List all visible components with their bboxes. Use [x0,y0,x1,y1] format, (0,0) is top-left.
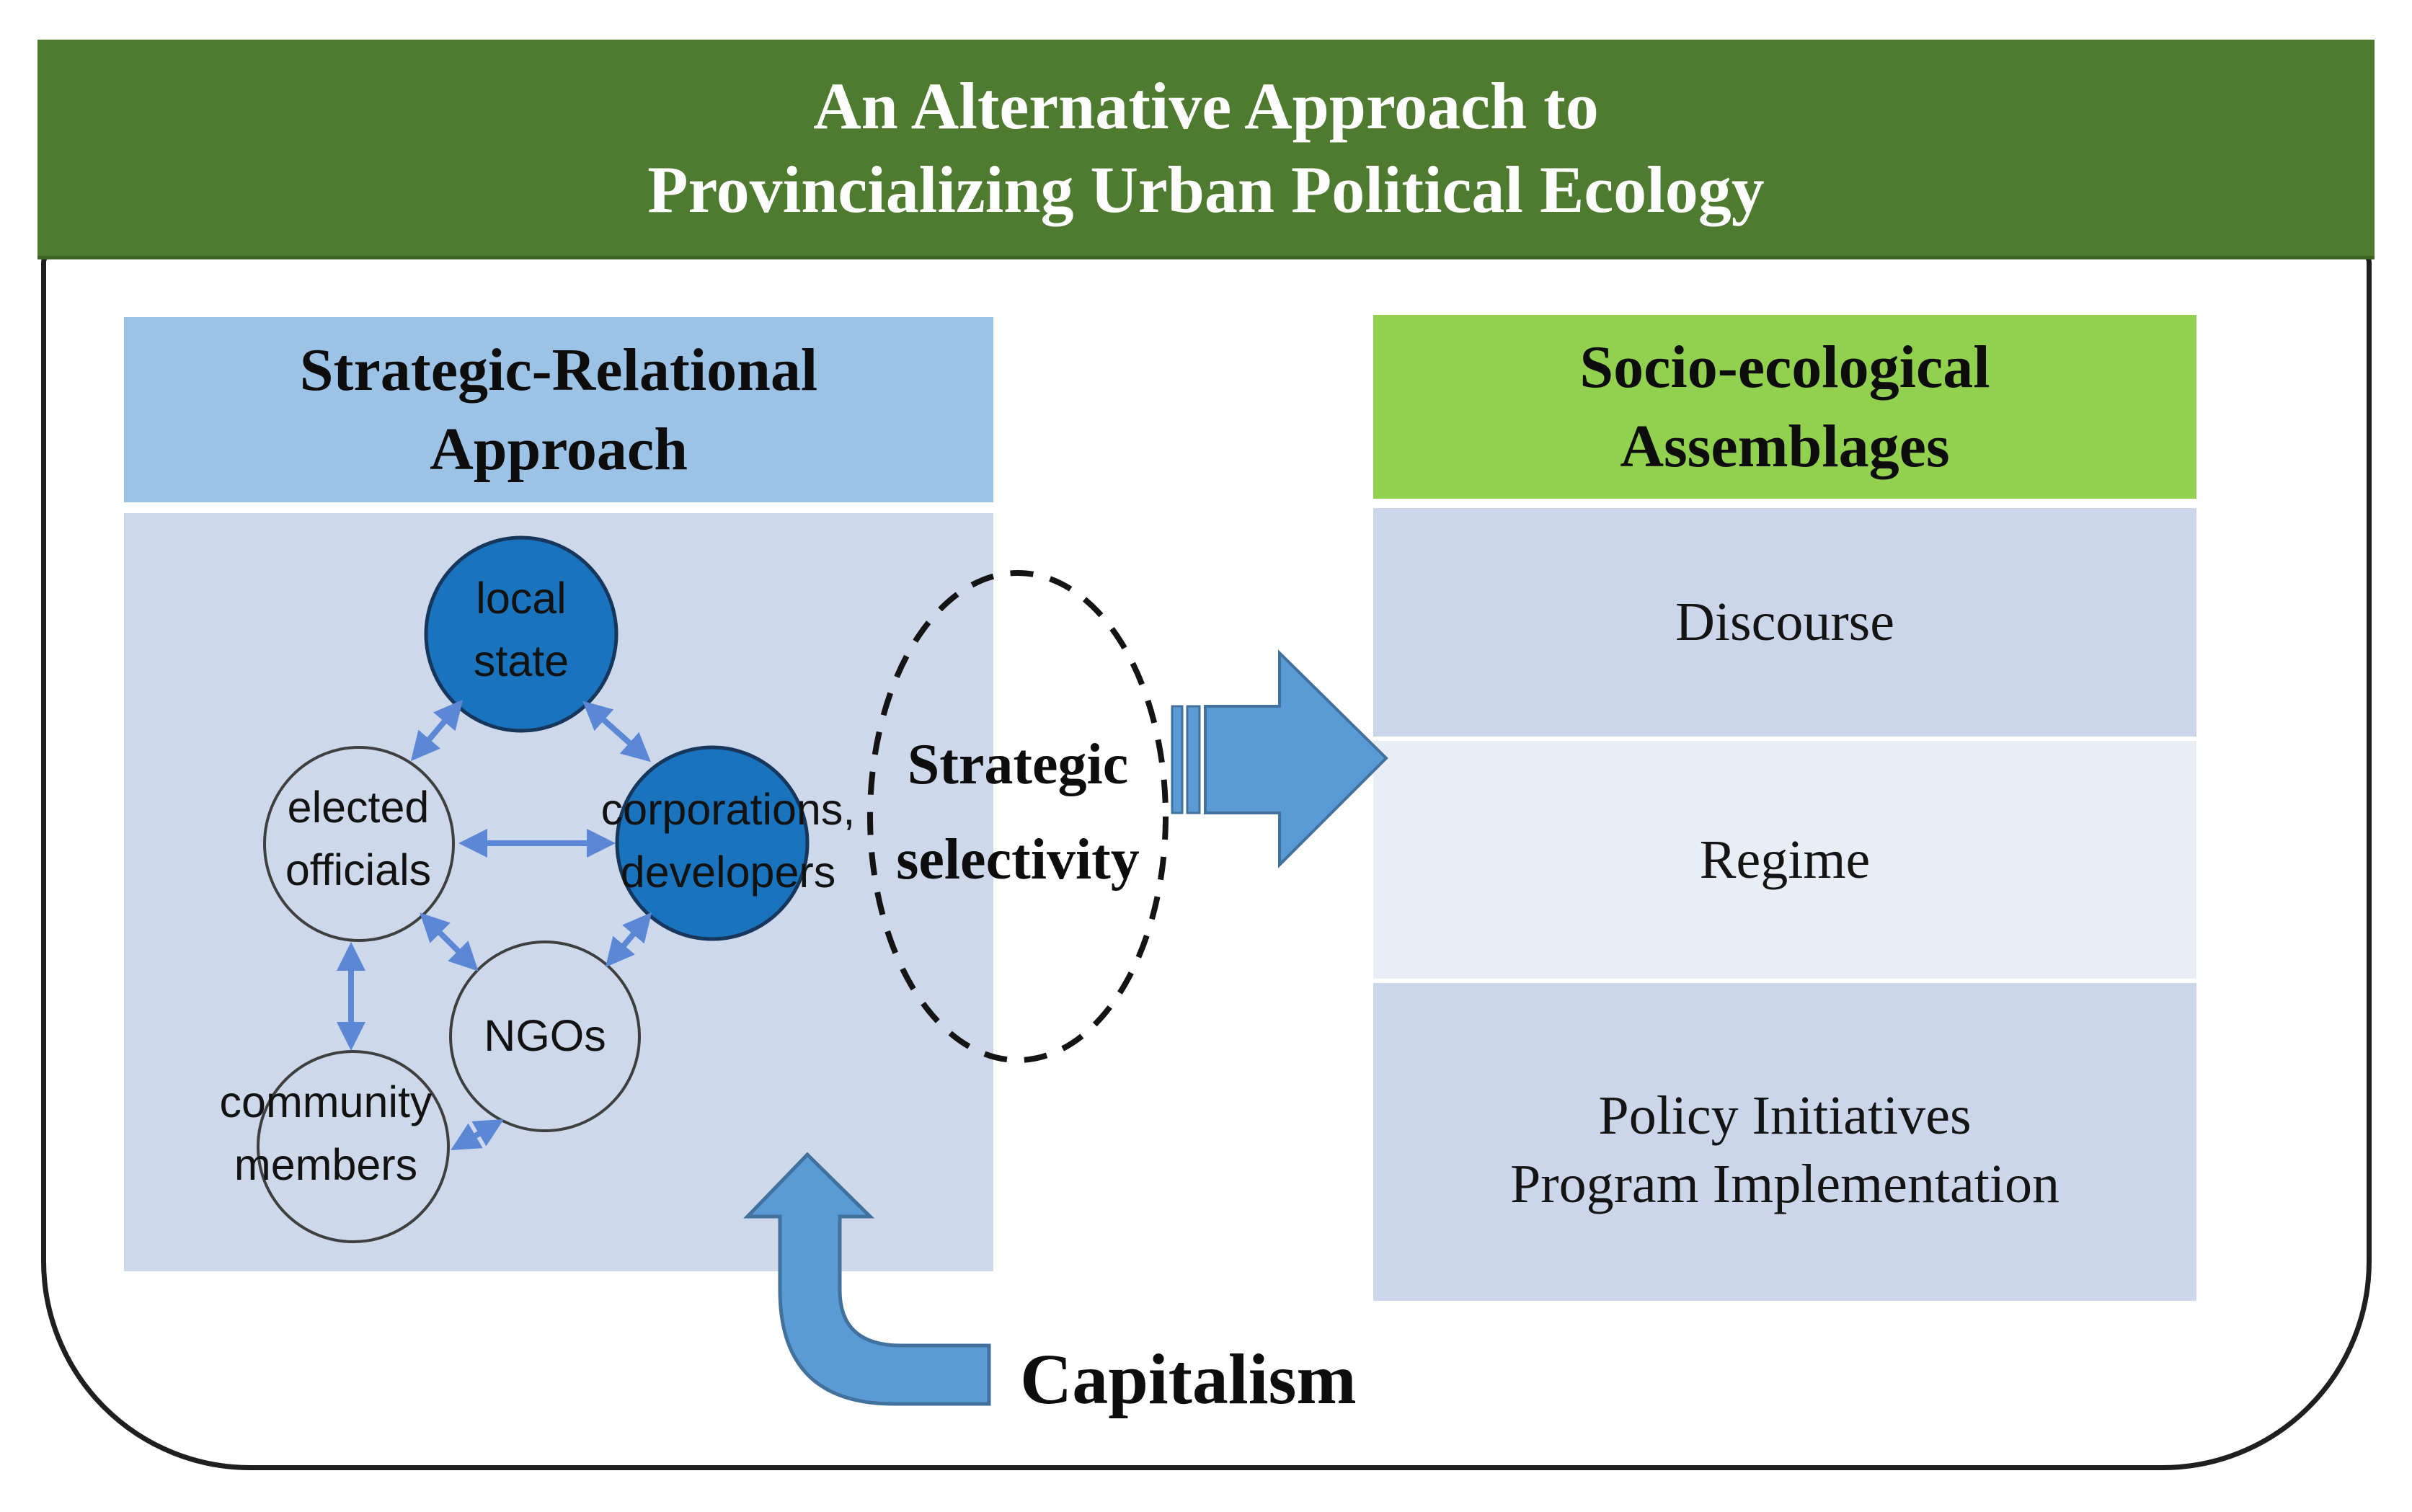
block-arrow-tail-bar-2 [1186,705,1201,814]
ngos-label: NGOs [329,1010,761,1061]
elected-officials-label-line-1: elected [287,783,430,832]
block-arrow-tail-bar-1 [1171,705,1184,814]
row-discourse: Discourse [1373,508,2196,737]
local-state-label-line-1: local [476,574,567,623]
arrow-localstate-elected [410,699,464,762]
ngos-label-line-1: NGOs [484,1011,606,1060]
elected-officials-label-line-2: officials [285,845,432,894]
local-state-label-line-2: state [473,636,569,685]
local-state-label: local state [305,567,737,693]
strategic-relational-header-line-2: Approach [430,415,688,483]
elected-officials-label: elected officials [142,776,575,902]
community-members-label: community members [110,1071,542,1196]
row-policy-label-line-2: Program Implementation [1510,1153,2059,1214]
corporations-developers-label-line-1: corporations, [600,785,856,834]
elected-officials-circle [263,746,455,942]
local-state-circle [424,535,618,733]
title-line-2: Provincializing Urban Political Ecology [647,153,1765,226]
capitalism-curved-arrow [743,1152,991,1406]
strategic-selectivity-label: Strategic selectivity [816,717,1220,907]
row-regime: Regime [1373,741,2196,979]
capitalism-label: Capitalism [1020,1339,1357,1419]
arrow-elected-ngos [420,912,479,971]
strategic-selectivity-ellipse [867,570,1169,1063]
arrow-ngos-corporations [605,912,652,968]
corporations-developers-label: corporations, developers [476,778,980,904]
title-banner: An Alternative Approach to Provincializi… [37,40,2375,259]
row-policy: Policy Initiatives Program Implementatio… [1373,983,2196,1301]
corporations-developers-circle [615,745,810,941]
community-members-label-line-1: community [219,1077,433,1126]
strategic-selectivity-label-line-1: Strategic [907,733,1129,796]
row-regime-label: Regime [1699,829,1871,890]
strategic-selectivity-label-line-2: selectivity [896,828,1140,891]
arrow-ngos-community [451,1119,504,1151]
community-members-label-line-2: members [234,1140,418,1189]
socio-ecological-header: Socio-ecological Assemblages [1373,315,2196,499]
block-arrow-right [1204,649,1388,868]
socio-ecological-header-line-2: Assemblages [1620,412,1950,480]
row-policy-label-line-1: Policy Initiatives [1598,1085,1972,1146]
arrow-localstate-corporations [582,701,651,762]
corporations-developers-label-line-2: developers [620,848,836,897]
title-line-1: An Alternative Approach to [813,69,1599,143]
strategic-relational-header-line-1: Strategic-Relational [299,336,818,404]
ngos-circle [449,940,641,1132]
row-discourse-label: Discourse [1675,592,1894,652]
strategic-relational-header: Strategic-Relational Approach [124,317,993,502]
socio-ecological-header-line-1: Socio-ecological [1579,333,1990,401]
community-members-circle [257,1050,450,1243]
